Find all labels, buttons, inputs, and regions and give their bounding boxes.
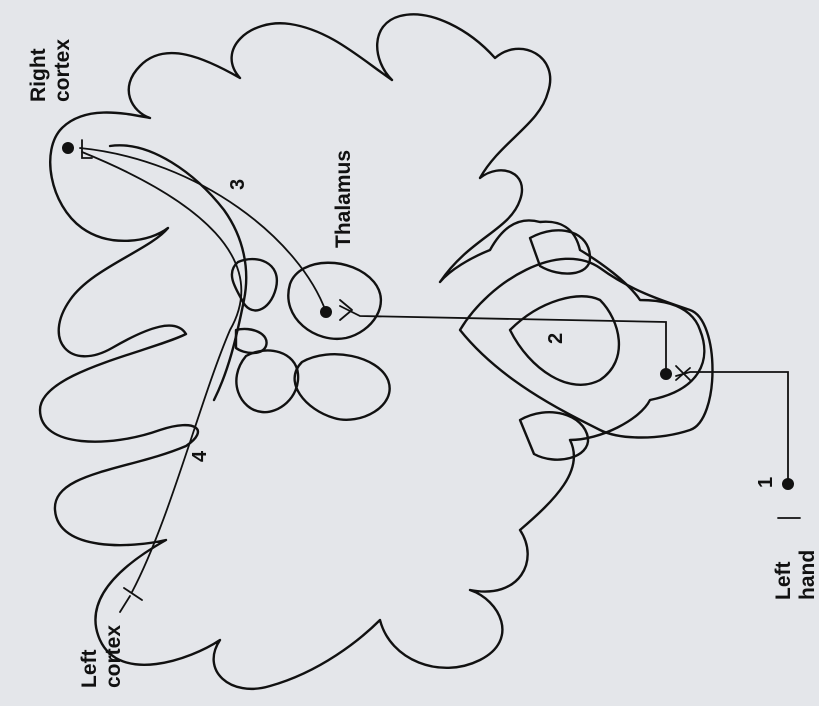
pathway-number-2: 2: [545, 333, 567, 344]
left-hand-label: Left hand: [772, 550, 819, 600]
thalamus-label: Thalamus: [332, 150, 355, 248]
thalamus-dot: [320, 306, 332, 318]
pathway-number-4: 4: [189, 450, 211, 462]
pathway-number-3: 3: [227, 179, 249, 190]
right-cortex-dot: [62, 142, 74, 154]
hand-receptor-dot: [782, 478, 794, 490]
brainstem-nucleus-dot: [660, 368, 672, 380]
right-cortex-label: Right cortex: [27, 39, 74, 102]
pathway-number-1: 1: [755, 477, 777, 488]
